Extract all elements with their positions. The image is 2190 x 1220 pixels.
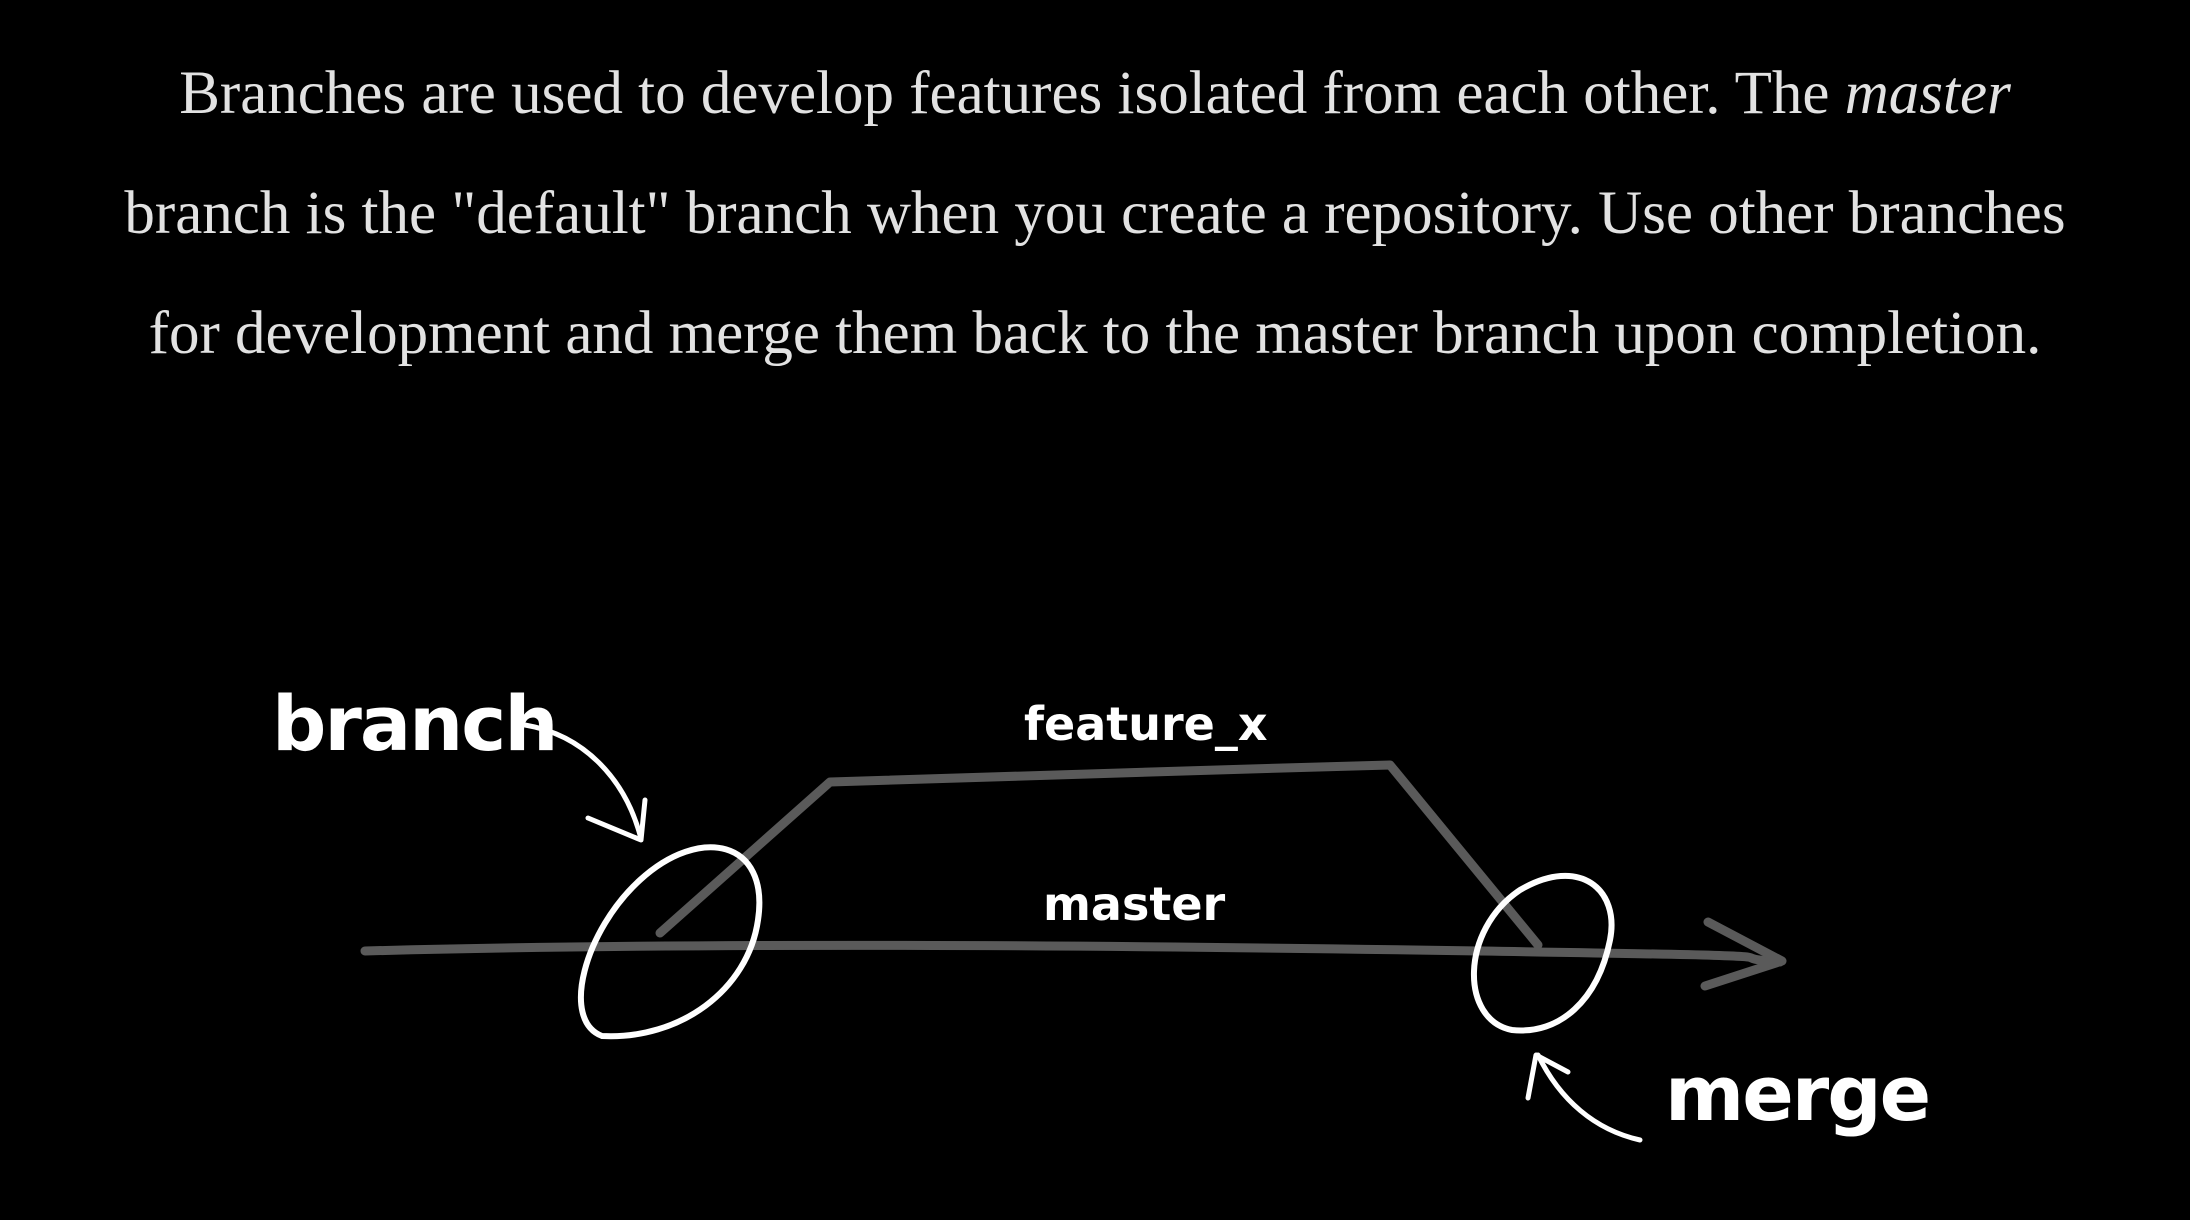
intro-paragraph: Branches are used to develop features is…: [110, 34, 2080, 394]
intro-text-part2: branch is the "default" branch when you …: [124, 180, 2066, 367]
feature-branch-line: [655, 760, 1543, 950]
branch-merge-diagram: branch feature_x master merge: [272, 679, 1931, 1143]
merge-arrowhead: [1525, 1052, 1571, 1101]
merge-label: merge: [1665, 1049, 1929, 1138]
merge-point-circle: [1470, 872, 1615, 1034]
merge-arrow: [1535, 1052, 1643, 1143]
branch-label: branch: [272, 679, 556, 768]
feature-x-label: feature_x: [1024, 697, 1268, 751]
branch-point-circle: [577, 844, 763, 1040]
intro-text-part1: Branches are used to develop features is…: [179, 60, 1845, 127]
master-label: master: [1043, 877, 1226, 931]
branch-arrow: [522, 722, 643, 838]
branch-arrowhead: [585, 797, 648, 843]
master-branch-line: [360, 940, 1785, 967]
intro-emphasis-master: master: [1844, 60, 2011, 127]
master-arrowhead: [1700, 917, 1787, 991]
